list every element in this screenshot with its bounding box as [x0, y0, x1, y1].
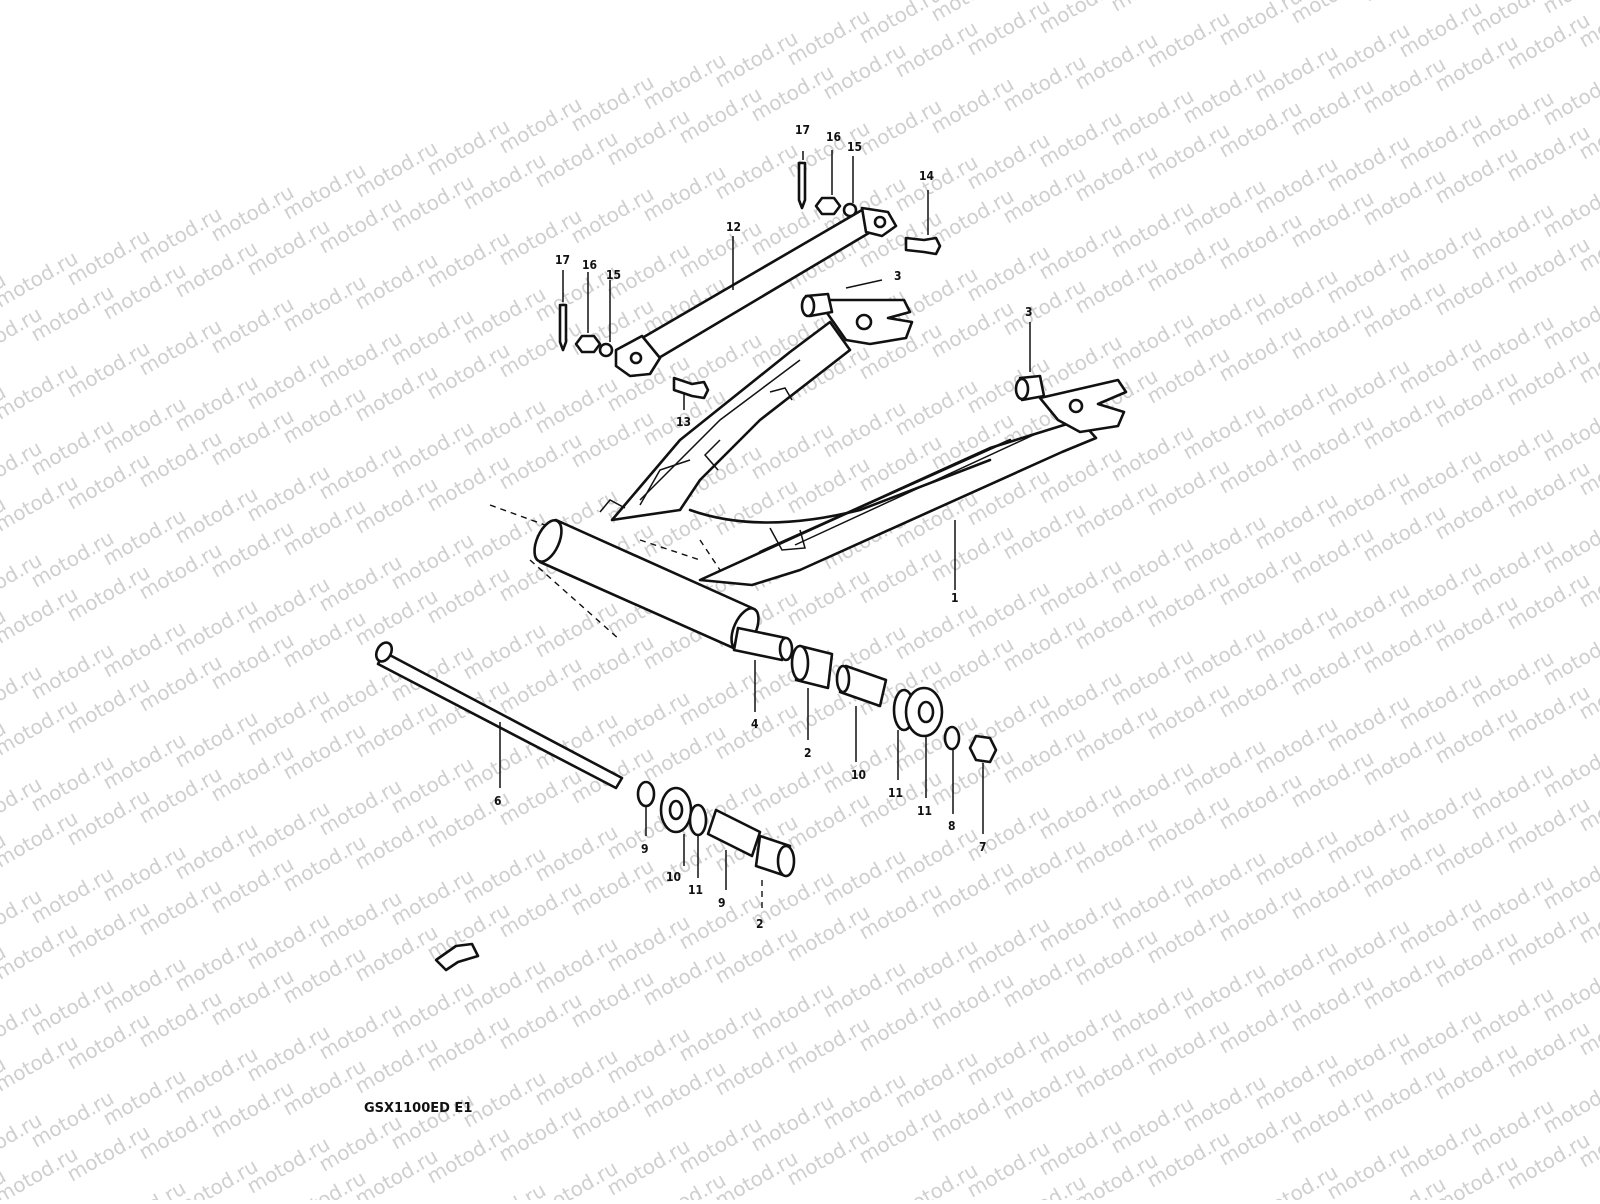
washer-7	[945, 727, 959, 749]
nut-16-left	[576, 336, 600, 352]
nut-16-upper	[816, 198, 840, 214]
callout-10-right: 11	[917, 804, 932, 818]
callout-5: 6	[494, 794, 502, 808]
callout-9-right: 10	[851, 768, 866, 782]
callout-3-left: 3	[894, 269, 902, 283]
callout-17-upper: 17	[795, 123, 810, 137]
bolt-17-left	[560, 305, 566, 350]
bolt-17-upper	[799, 163, 805, 208]
washer-8	[638, 782, 654, 806]
callout-2-left: 2	[756, 917, 764, 931]
model-code: GSX1100ED E1	[364, 1101, 472, 1116]
callout-11-left: 11	[688, 883, 703, 897]
watermark-text: motod.ru	[459, 1178, 550, 1200]
callout-15-left: 15	[606, 268, 621, 282]
spacer-part-4	[734, 628, 786, 660]
callout-7: 8	[948, 819, 956, 833]
watermark-text: motod.ru	[1107, 0, 1198, 16]
callout-12: 12	[726, 220, 741, 234]
callout-10-left: 10	[666, 870, 681, 884]
callout-4: 4	[751, 717, 759, 731]
washer-15-left	[600, 344, 612, 356]
callout-1: 1	[951, 591, 959, 605]
callout-6: 7	[979, 840, 987, 854]
callout-3-right: 3	[1025, 305, 1033, 319]
callout-15-upper: 15	[847, 140, 862, 154]
seal-11-left	[690, 805, 706, 835]
callout-17-left: 17	[555, 253, 570, 267]
callout-8: 9	[641, 842, 649, 856]
callout-16-upper: 16	[826, 130, 841, 144]
callout-14: 14	[919, 169, 935, 183]
watermark-text: motod.ru	[1287, 0, 1378, 28]
callout-16-left: 16	[582, 258, 597, 272]
callout-13: 13	[676, 415, 691, 429]
bolt-14	[906, 238, 940, 254]
callout-11-right: 11	[888, 786, 903, 800]
callout-9-left: 9	[718, 896, 726, 910]
watermark-text: motod.ru	[1359, 0, 1450, 6]
nut-6	[970, 736, 996, 762]
washer-15-upper	[844, 204, 856, 216]
callout-2-right: 2	[804, 746, 812, 760]
